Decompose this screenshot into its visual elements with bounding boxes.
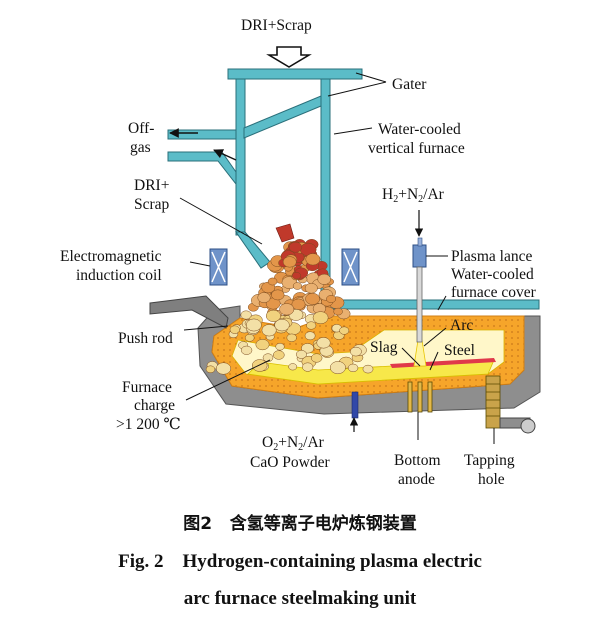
scrap-chunk <box>350 346 362 357</box>
gater-label: Gater <box>392 76 427 93</box>
bottom-anode-label-1: Bottom <box>394 452 441 469</box>
scrap-chunk <box>275 342 285 351</box>
scrap-chunk <box>302 362 314 372</box>
top-input-label: DRI+Scrap <box>241 17 312 34</box>
scrap-chunk <box>312 311 329 325</box>
scrap-chunk <box>257 292 271 303</box>
furnace-charge-label-1: Furnace <box>122 379 172 396</box>
em-coil-label-2: induction coil <box>76 267 162 284</box>
furnace-charge-label-3: >1 200 ℃ <box>116 416 181 433</box>
scrap-chunk <box>282 256 297 268</box>
scrap-chunk <box>251 359 268 372</box>
scrap-chunk <box>301 343 315 354</box>
induction-coil-left <box>209 248 228 286</box>
bottom-gas-label-2: CaO Powder <box>250 454 330 471</box>
scrap-chunk <box>215 362 232 375</box>
scrap-chunk <box>288 241 303 253</box>
scrap-pile <box>205 223 374 375</box>
scrap-chunk <box>279 303 295 316</box>
slag-label: Slag <box>370 339 398 356</box>
push-rod-label: Push rod <box>118 330 173 347</box>
furnace-cover-label-2: furnace cover <box>451 284 537 301</box>
plasma-lance-label: Plasma lance <box>451 248 532 265</box>
bottom-anode <box>407 381 433 413</box>
scrap-chunk <box>295 350 307 359</box>
bottom-anode-label-2: anode <box>398 471 435 488</box>
scrap-chunk <box>347 363 359 373</box>
vertical-furnace-label-1: Water-cooled <box>378 121 461 138</box>
scrap-chunk <box>275 223 295 243</box>
vertical-shaft <box>167 68 540 310</box>
scrap-chunk <box>244 333 255 342</box>
tapping-hole <box>485 375 501 429</box>
scrap-chunk <box>255 339 270 351</box>
leader-lines <box>179 72 495 444</box>
scrap-chunk <box>317 273 331 285</box>
scrap-chunk <box>305 253 321 266</box>
tapping-hole-label-1: Tapping <box>464 452 515 469</box>
scrap-chunk <box>316 337 331 349</box>
top-input-arrow-icon <box>266 46 312 68</box>
scrap-chunk <box>304 282 318 294</box>
scrap-chunk <box>329 361 346 375</box>
dri-scrap-label-2: Scrap <box>134 196 170 213</box>
scrap-chunk <box>205 365 216 374</box>
scrap-chunk <box>286 333 297 342</box>
steel-label: Steel <box>444 342 475 359</box>
scrap-chunk <box>262 353 274 362</box>
tapping-hole-label-2: hole <box>478 471 505 488</box>
scrap-chunk <box>306 321 317 330</box>
caption-english-line-2: arc furnace steelmaking unit <box>184 588 417 609</box>
scrap-chunk <box>246 318 262 332</box>
dri-scrap-label-1: DRI+ <box>134 177 169 194</box>
bottom-gas-label-1: O2+N2/Ar <box>262 434 325 453</box>
scrap-chunk <box>326 295 337 303</box>
scrap-chunk <box>362 364 374 374</box>
caption-chinese: 图2 含氢等离子电炉炼钢装置 <box>183 513 417 534</box>
h2-gas-label: H2+N2/Ar <box>382 186 445 205</box>
scrap-chunk <box>305 292 320 305</box>
plasma-lance <box>412 237 427 343</box>
scrap-chunk <box>304 331 316 341</box>
vertical-furnace-label-2: vertical furnace <box>368 140 465 157</box>
scrap-chunk <box>265 309 281 322</box>
scrap-chunk <box>339 326 350 335</box>
scrap-chunk <box>288 363 298 371</box>
offgas-flow-arrow-icon <box>213 149 237 161</box>
scrap-chunk <box>240 345 253 355</box>
caption-english-line-1: Fig. 2 Hydrogen-containing plasma electr… <box>118 551 482 572</box>
scrap-chunk <box>261 324 277 337</box>
arc-label: Arc <box>450 317 473 334</box>
scrap-chunk <box>229 325 240 334</box>
scrap-chunk <box>311 353 323 363</box>
tilting-frame <box>499 417 536 434</box>
scrap-chunk <box>292 282 302 290</box>
scrap-chunk <box>267 277 278 286</box>
offgas-label-1: Off- <box>128 120 154 137</box>
em-coil-label-1: Electromagnetic <box>60 248 162 265</box>
bottom-nozzle <box>351 391 359 419</box>
offgas-label-2: gas <box>130 139 151 156</box>
furnace-charge-label-2: charge <box>134 397 175 414</box>
scrap-chunk <box>240 310 252 320</box>
scrap-chunk <box>274 318 290 332</box>
scrap-chunk <box>271 289 285 301</box>
scrap-chunk <box>333 307 343 316</box>
induction-coil-right <box>341 248 360 286</box>
scrap-chunk <box>273 350 285 360</box>
push-rod <box>149 295 229 329</box>
furnace-cover-label-1: Water-cooled <box>451 266 534 283</box>
scrap-chunk <box>291 272 302 280</box>
